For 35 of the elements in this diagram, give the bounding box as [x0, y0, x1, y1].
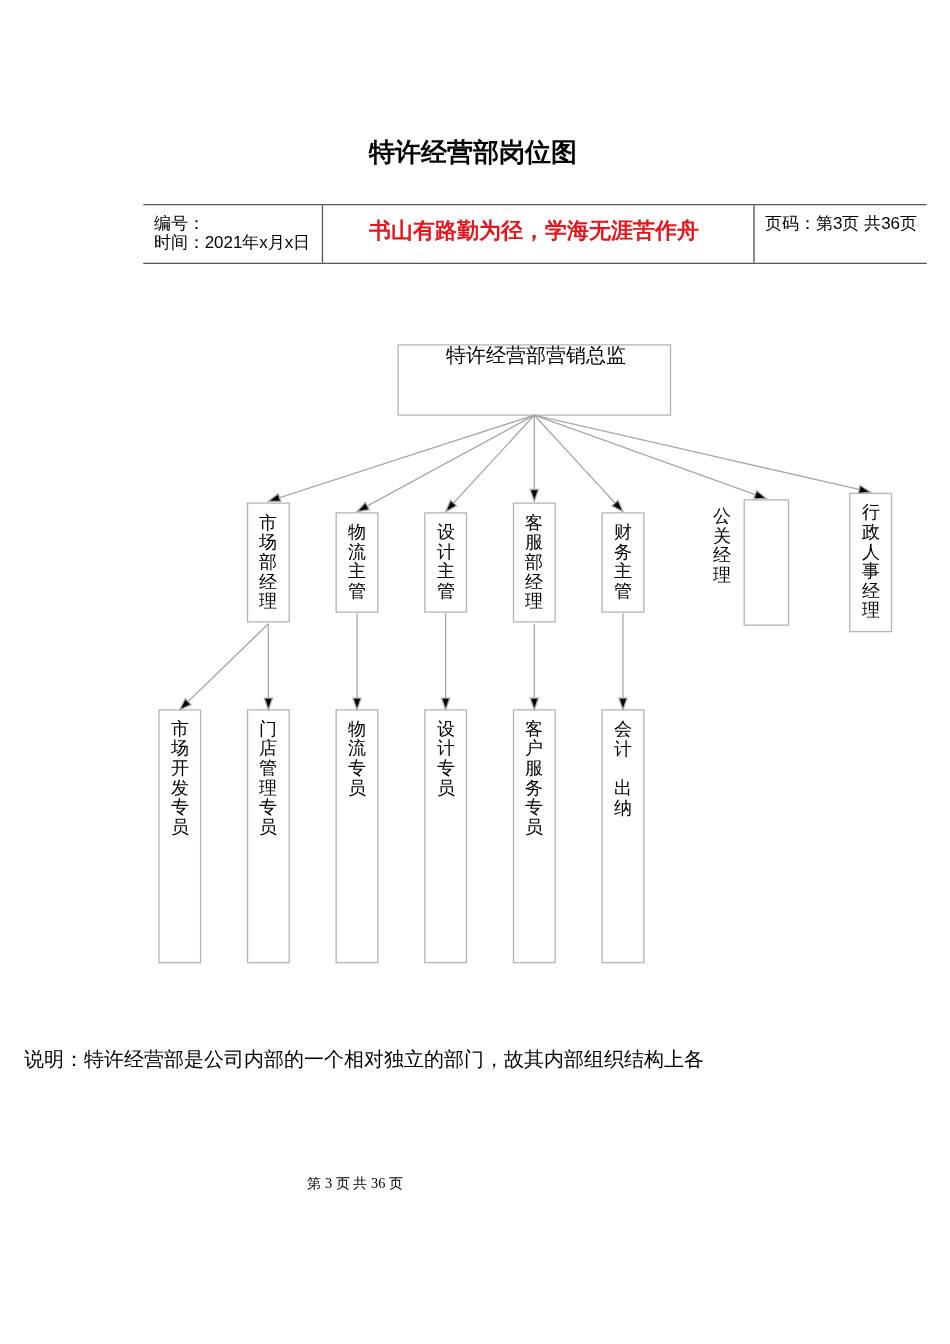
node-box: 市场部经理 [246, 502, 290, 623]
arrow [533, 414, 769, 500]
node-box: 设计专员 [424, 709, 468, 964]
arrow [529, 623, 540, 712]
label: 书山有路勤为径，学海无涯苦作舟 [369, 218, 700, 244]
node-box [743, 499, 790, 626]
arrow [617, 612, 628, 712]
arrow [178, 623, 270, 712]
node-box: 物流专员 [335, 709, 379, 964]
label: 第 3 页 共 36 页 [307, 1174, 403, 1191]
arrow [529, 414, 540, 504]
label: 时间：2021年x月x日 [153, 232, 311, 252]
arrow [440, 612, 451, 712]
node-box: 门店管理专员 [246, 709, 290, 964]
node-box: 行政人事经理 [849, 492, 893, 633]
node-box: 市场开发专员 [158, 709, 202, 964]
node-box: 财务主管 [601, 512, 645, 613]
arrow [263, 623, 274, 712]
node-box: 特许经营部营销总监 [397, 344, 672, 416]
arrow [352, 612, 363, 712]
arrow [533, 414, 625, 514]
label: 编号： [153, 214, 205, 234]
arrow [533, 414, 873, 495]
label: 说明：特许经营部是公司内部的一个相对独立的部门，故其内部组织结构上各 [23, 1049, 704, 1071]
node-box: 会计 出纳 [601, 709, 645, 964]
node-label: 公关经理 [712, 506, 731, 586]
diagram-title: 特许经营部岗位图 [368, 137, 577, 167]
node-box: 客服部经理 [512, 502, 556, 623]
arrow [266, 414, 535, 503]
node-box: 设计主管 [424, 512, 468, 613]
node-box: 客户服务专员 [512, 709, 556, 964]
label: 页码：第3页 共36页 [765, 214, 918, 234]
arrow [355, 414, 535, 513]
node-box: 物流主管 [335, 512, 379, 613]
arrow [444, 414, 535, 514]
